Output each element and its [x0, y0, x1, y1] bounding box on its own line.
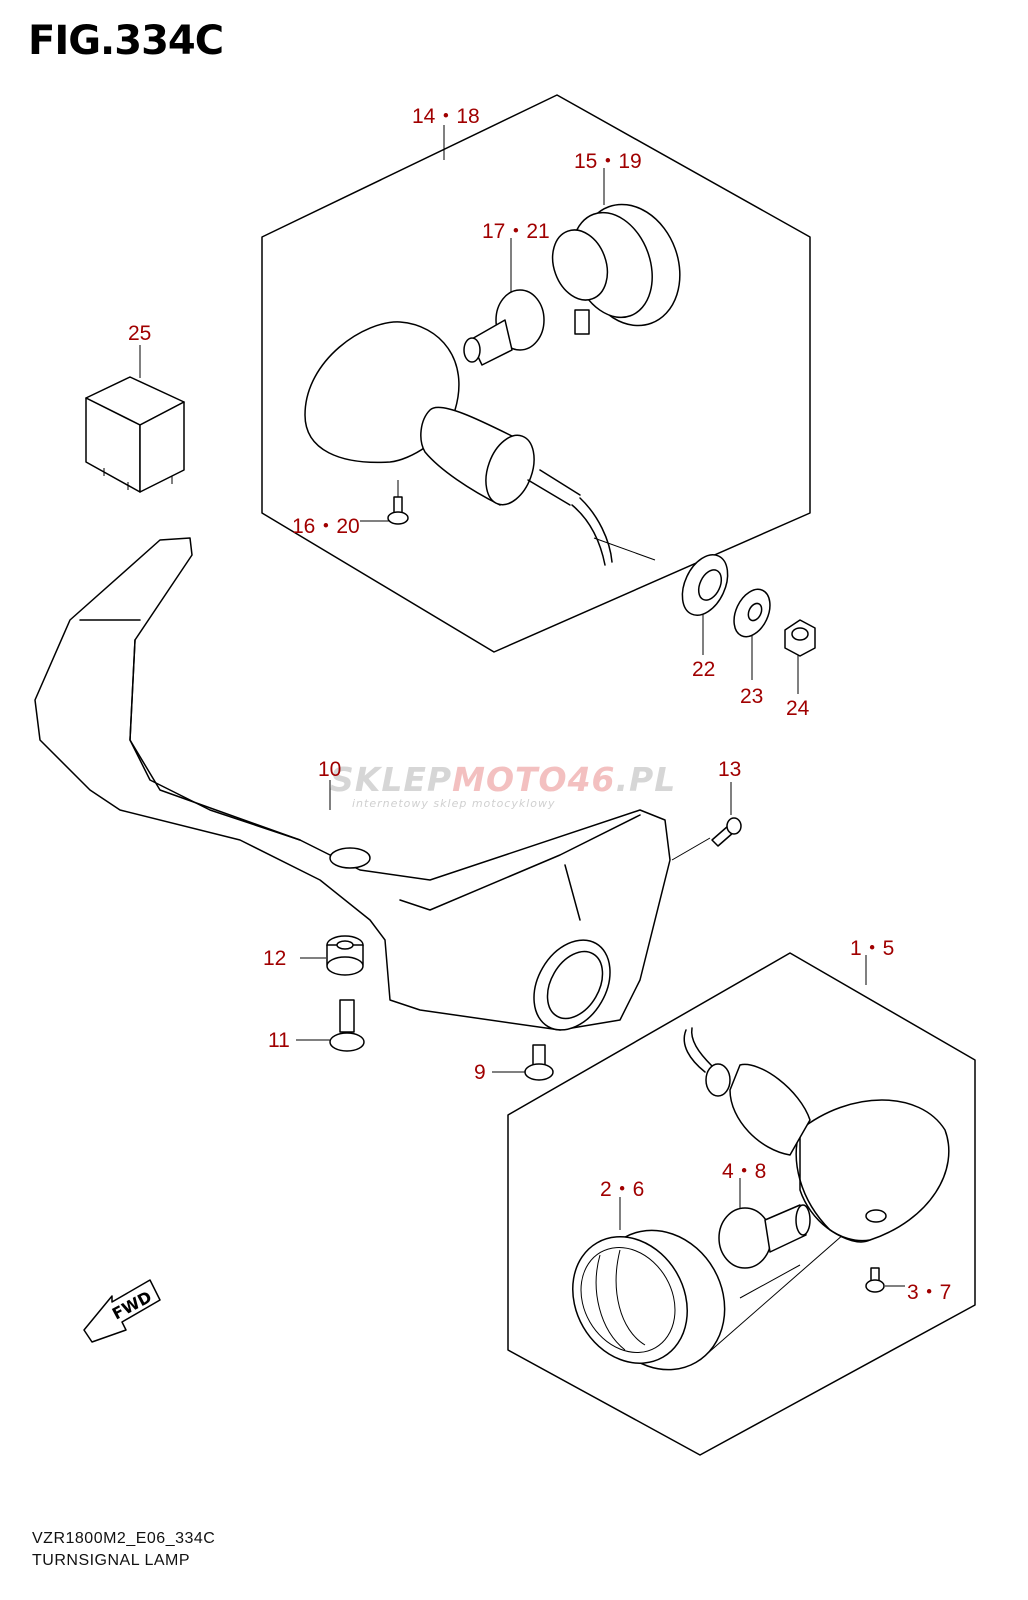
figure-caption: TURNSIGNAL LAMP	[32, 1552, 191, 1569]
callout-1-5: 1・5	[850, 937, 895, 960]
watermark-brand-a: SKLEP	[330, 760, 453, 799]
callout-24: 24	[786, 697, 810, 720]
bolt-part-11	[329, 999, 365, 1052]
bolt-part-9	[524, 1044, 554, 1081]
lower-assembly-frame	[507, 952, 976, 1456]
callout-4-8: 4・8	[722, 1160, 767, 1183]
lamp-housing-14-18	[304, 321, 613, 566]
screw-part-3-7	[865, 1267, 885, 1293]
callout-16-20: 16・20	[292, 515, 360, 538]
callout-9: 9	[474, 1061, 486, 1084]
washer-part-22	[681, 554, 729, 616]
figure-title: FIG.334C	[28, 18, 224, 64]
leader-lines	[139, 125, 905, 1361]
callout-10: 10	[318, 758, 342, 781]
callout-3-7: 3・7	[907, 1281, 952, 1304]
watermark-brand-c: .PL	[615, 760, 677, 799]
washer-part-23	[733, 588, 771, 638]
lens-part-2-6	[572, 1229, 726, 1371]
callout-14-18: 14・18	[412, 105, 480, 128]
lamp-housing-1-5	[683, 1027, 950, 1243]
bracket-part-10	[34, 537, 671, 1031]
bulb-part-17-21	[463, 289, 545, 366]
callout-2-6: 2・6	[600, 1178, 645, 1201]
callout-17-21: 17・21	[482, 220, 550, 243]
watermark-tagline: internetowy sklep motocyklowy	[352, 797, 556, 810]
callout-25: 25	[128, 322, 152, 345]
relay-part-25	[85, 376, 185, 493]
callout-11: 11	[268, 1029, 290, 1052]
screw-part-16-20	[387, 496, 409, 525]
model-code: VZR1800M2_E06_334C	[32, 1530, 216, 1547]
grommet-part-12	[326, 935, 364, 976]
bulb-part-4-8	[718, 1204, 811, 1269]
watermark-brand: SKLEPMOTO46.PL	[330, 760, 676, 799]
nut-part-24	[784, 619, 816, 657]
callout-23: 23	[740, 685, 764, 708]
callout-12: 12	[263, 947, 287, 970]
screw-part-13	[711, 817, 742, 847]
watermark-brand-b: MOTO46	[452, 760, 616, 799]
forward-arrow-icon: FWD	[83, 1279, 161, 1343]
upper-assembly-frame	[261, 94, 811, 653]
callout-15-19: 15・19	[574, 150, 642, 173]
callout-13: 13	[718, 758, 742, 781]
socket-part-15-19	[551, 203, 681, 335]
callout-22: 22	[692, 658, 716, 681]
